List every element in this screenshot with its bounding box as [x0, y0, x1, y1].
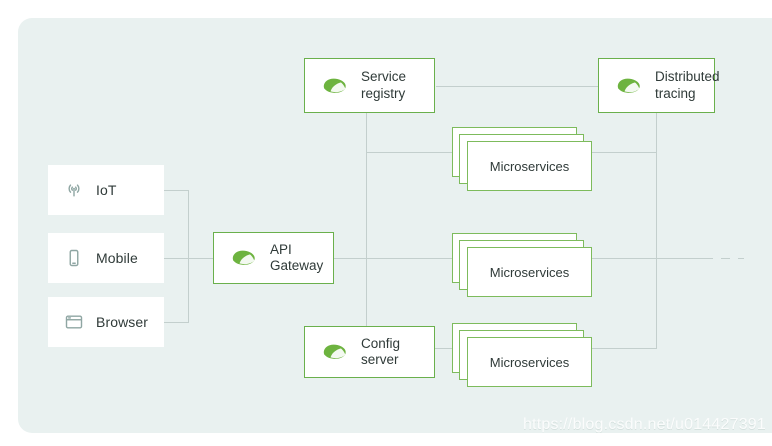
service-node-service-registry[interactable]: Service registry	[304, 58, 435, 113]
wire-row2-extension	[656, 258, 704, 259]
service-node-config-server[interactable]: Config server	[304, 326, 435, 378]
mobile-phone-icon	[64, 248, 84, 268]
wire-registry-to-tracing	[436, 86, 598, 87]
wire-bus-to-microservices-1	[366, 152, 466, 153]
service-label: Service registry	[361, 69, 407, 101]
spring-leaf-icon	[319, 73, 349, 99]
microservices-stack-3[interactable]: Microservices	[452, 323, 592, 387]
client-node-browser[interactable]: Browser	[48, 297, 164, 347]
wire-clients-to-gateway	[188, 258, 213, 259]
wire-main-vertical-bus	[366, 113, 367, 329]
microservices-card-front[interactable]: Microservices	[467, 141, 592, 191]
wire-client-bus	[188, 190, 189, 323]
browser-window-icon	[64, 312, 84, 332]
service-node-distributed-tracing[interactable]: Distributed tracing	[598, 58, 720, 113]
wire-browser-stub	[164, 322, 189, 323]
service-label: Config server	[361, 335, 401, 367]
wire-row2-dashed-continuation	[704, 258, 744, 259]
wire-microservices-1-to-right-bus	[590, 152, 657, 153]
microservices-stack-1[interactable]: Microservices	[452, 127, 592, 191]
client-label: Mobile	[96, 250, 138, 266]
wire-iot-stub	[164, 190, 189, 191]
client-node-mobile[interactable]: Mobile	[48, 233, 164, 283]
client-label: IoT	[96, 182, 117, 198]
service-label: API Gateway	[270, 241, 324, 273]
wire-microservices-2-to-right-bus	[590, 258, 657, 259]
microservices-card-front[interactable]: Microservices	[467, 247, 592, 297]
spring-leaf-icon	[613, 73, 643, 99]
microservices-label: Microservices	[489, 264, 570, 280]
microservices-stack-2[interactable]: Microservices	[452, 233, 592, 297]
wire-gateway-to-bus	[334, 258, 367, 259]
microservices-label: Microservices	[489, 354, 570, 370]
antenna-signal-icon	[64, 180, 84, 200]
wire-mobile-stub	[164, 258, 189, 259]
microservices-card-front[interactable]: Microservices	[467, 337, 592, 387]
wire-bus-to-microservices-2	[366, 258, 466, 259]
microservices-label: Microservices	[489, 158, 570, 174]
service-node-api-gateway[interactable]: API Gateway	[213, 232, 334, 284]
spring-leaf-icon	[228, 245, 258, 271]
wire-microservices-3-to-right-bus	[590, 348, 657, 349]
service-label: Distributed tracing	[655, 69, 720, 101]
wire-right-vertical-bus	[656, 113, 657, 348]
client-node-iot[interactable]: IoT	[48, 165, 164, 215]
client-label: Browser	[96, 314, 149, 330]
spring-leaf-icon	[319, 339, 349, 365]
